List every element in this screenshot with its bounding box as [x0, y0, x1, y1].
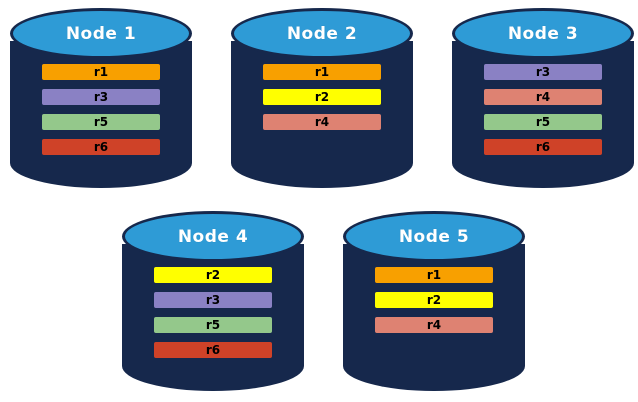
node-title: Node 2 — [286, 24, 358, 44]
replica-bar[interactable]: r5 — [484, 114, 602, 130]
replica-bar[interactable]: r1 — [375, 267, 493, 283]
replica-label: r5 — [205, 318, 221, 332]
replica-bar[interactable]: r6 — [154, 342, 272, 358]
replica-label: r6 — [93, 140, 109, 154]
replica-label: r1 — [426, 268, 442, 282]
node-title: Node 4 — [177, 227, 249, 247]
replica-label: r3 — [205, 293, 221, 307]
replica-bar[interactable]: r6 — [484, 139, 602, 155]
cylinder-top-ellipse: Node 5 — [343, 211, 525, 262]
replica-label: r3 — [93, 90, 109, 104]
replica-bar[interactable]: r4 — [263, 114, 381, 130]
replica-label: r2 — [205, 268, 221, 282]
replica-label: r5 — [535, 115, 551, 129]
replica-label: r4 — [535, 90, 551, 104]
replica-list: r3 r4 r5 r6 — [452, 64, 634, 155]
node-title: Node 5 — [398, 227, 470, 247]
replica-label: r2 — [426, 293, 442, 307]
replica-bar[interactable]: r3 — [154, 292, 272, 308]
replica-list: r1 r2 r4 — [343, 267, 525, 333]
replica-list: r1 r3 r5 r6 — [10, 64, 192, 155]
cylinder-top-ellipse: Node 2 — [231, 8, 413, 59]
replica-label: r6 — [205, 343, 221, 357]
replica-label: r1 — [93, 65, 109, 79]
replica-label: r4 — [426, 318, 442, 332]
replica-bar[interactable]: r2 — [375, 292, 493, 308]
node-cylinder-1[interactable]: r1 r3 r5 r6 Node 1 — [10, 8, 192, 188]
replica-bar[interactable]: r6 — [42, 139, 160, 155]
replica-bar[interactable]: r4 — [484, 89, 602, 105]
cylinder-top-ellipse: Node 3 — [452, 8, 634, 59]
replica-bar[interactable]: r5 — [154, 317, 272, 333]
node-cylinder-5[interactable]: r1 r2 r4 Node 5 — [343, 211, 525, 391]
node-cylinder-4[interactable]: r2 r3 r5 r6 Node 4 — [122, 211, 304, 391]
replica-label: r6 — [535, 140, 551, 154]
replica-bar[interactable]: r1 — [263, 64, 381, 80]
replica-label: r3 — [535, 65, 551, 79]
replica-list: r1 r2 r4 — [231, 64, 413, 130]
replica-list: r2 r3 r5 r6 — [122, 267, 304, 358]
replica-bar[interactable]: r2 — [263, 89, 381, 105]
node-title: Node 3 — [507, 24, 579, 44]
replica-label: r1 — [314, 65, 330, 79]
node-cylinder-3[interactable]: r3 r4 r5 r6 Node 3 — [452, 8, 634, 188]
node-title: Node 1 — [65, 24, 137, 44]
replica-bar[interactable]: r5 — [42, 114, 160, 130]
replica-label: r5 — [93, 115, 109, 129]
replica-label: r2 — [314, 90, 330, 104]
replica-bar[interactable]: r3 — [484, 64, 602, 80]
node-cylinder-2[interactable]: r1 r2 r4 Node 2 — [231, 8, 413, 188]
replica-bar[interactable]: r3 — [42, 89, 160, 105]
replica-label: r4 — [314, 115, 330, 129]
cylinder-top-ellipse: Node 4 — [122, 211, 304, 262]
cylinder-top-ellipse: Node 1 — [10, 8, 192, 59]
replica-bar[interactable]: r2 — [154, 267, 272, 283]
replica-bar[interactable]: r4 — [375, 317, 493, 333]
replica-bar[interactable]: r1 — [42, 64, 160, 80]
